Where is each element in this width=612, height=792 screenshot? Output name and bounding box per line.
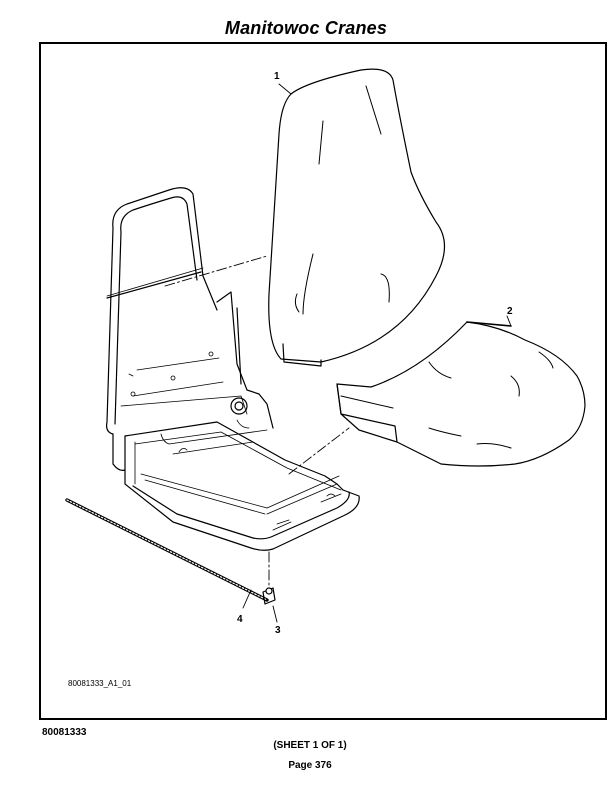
- page-number: Page 376: [288, 760, 332, 771]
- callout-1: 1: [274, 71, 280, 82]
- callout-4: 4: [237, 614, 243, 625]
- fastener-part: [262, 587, 276, 605]
- sheet-label: (SHEET 1 OF 1): [273, 740, 347, 751]
- drawing-number: 80081333_A1_01: [68, 679, 132, 688]
- rod-part: [65, 498, 269, 602]
- seat-bottom-cushion: [336, 321, 586, 467]
- seat-frame: [106, 187, 360, 551]
- alignment-lines: [164, 255, 350, 595]
- callout-2: 2: [507, 306, 513, 317]
- page-header-title: Manitowoc Cranes: [224, 18, 388, 38]
- seat-exploded-view: 1 2 3 4: [65, 68, 586, 636]
- seat-back-cushion: [268, 68, 446, 367]
- callout-3: 3: [275, 625, 281, 636]
- leader-lines: [242, 83, 512, 623]
- document-number: 80081333: [42, 727, 87, 738]
- drawing-frame: 1 2 3 4 80081333_A1_01: [39, 42, 607, 720]
